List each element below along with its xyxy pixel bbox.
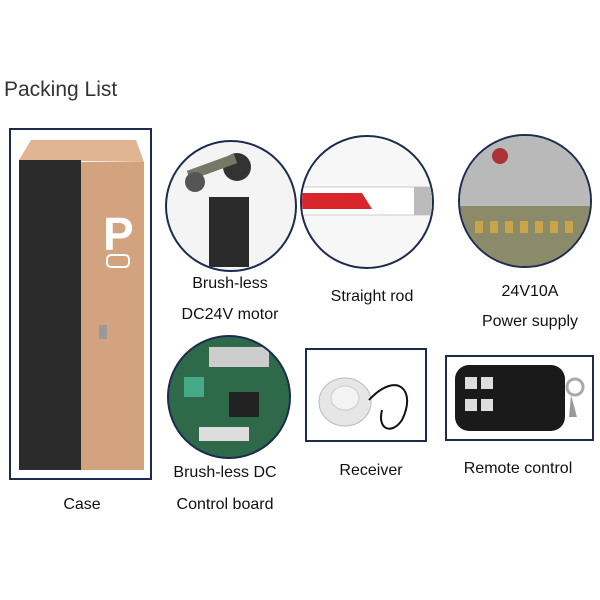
barrier-case-graphic: P <box>19 140 144 470</box>
power-supply-image <box>458 134 592 268</box>
rod-graphic <box>302 186 432 216</box>
case-label: Case <box>63 496 101 513</box>
receiver-image <box>305 348 427 442</box>
motor-label-line1: Brush-less <box>192 275 268 292</box>
remote-control-image <box>445 355 594 441</box>
power-supply-graphic <box>460 136 590 266</box>
page-title: Packing List <box>4 78 118 101</box>
straight-rod-image <box>300 135 434 269</box>
rod-label: Straight rod <box>330 288 414 305</box>
receiver-label: Receiver <box>339 462 403 479</box>
receiver-graphic <box>318 377 409 430</box>
board-label-line2: Control board <box>176 496 274 513</box>
case-image: P <box>9 128 152 480</box>
board-label-line1: Brush-less DC <box>173 464 277 481</box>
control-board-graphic <box>184 347 269 441</box>
remote-graphic <box>455 365 585 431</box>
motor-graphic <box>185 153 251 267</box>
power-label-line2: Power supply <box>481 313 579 330</box>
remote-label: Remote control <box>463 460 573 477</box>
motor-image <box>165 140 297 272</box>
motor-label-line2: DC24V motor <box>181 306 279 323</box>
parking-sign: P <box>103 208 134 260</box>
power-label-line1: 24V10A <box>501 283 559 300</box>
control-board-image <box>167 335 291 459</box>
